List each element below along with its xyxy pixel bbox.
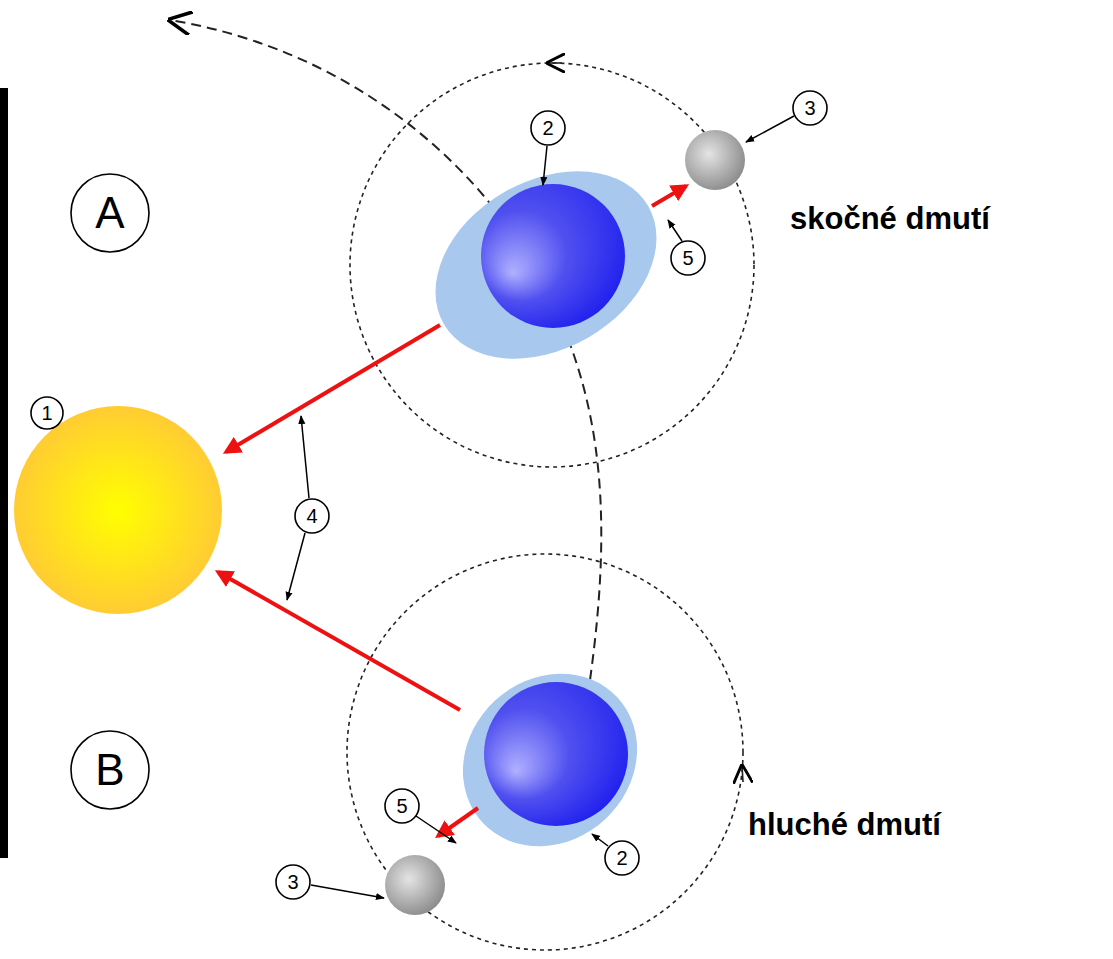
callout-number: 1 — [41, 403, 52, 423]
gravity-arrow — [218, 572, 460, 710]
leader-line — [668, 220, 682, 241]
caption-label: skočné dmutí — [788, 202, 992, 236]
callout-number: 2 — [616, 848, 627, 868]
callout-number: 3 — [287, 872, 298, 892]
moon — [685, 130, 745, 190]
circle-outline — [385, 789, 419, 823]
sun — [14, 406, 222, 614]
callout-circle: 2 — [604, 840, 640, 876]
callout-circle: 5 — [670, 240, 706, 276]
circle-outline — [793, 91, 827, 125]
callout-circle: A — [70, 173, 150, 253]
callout-number: 5 — [682, 248, 693, 268]
circle-outline — [71, 731, 149, 809]
leader-line — [287, 533, 305, 600]
tidal-bulge — [427, 638, 672, 882]
callout-circle: 2 — [530, 110, 566, 146]
callout-circle: 3 — [275, 864, 311, 900]
moon-orbit — [350, 63, 754, 467]
caption-label: hluché dmutí — [746, 808, 943, 842]
gravity-arrow — [438, 808, 478, 836]
callout-number: A — [95, 191, 124, 235]
callout-number: 3 — [804, 98, 815, 118]
leader-line — [592, 834, 608, 846]
moon — [385, 855, 445, 915]
leader-line — [301, 416, 309, 498]
callout-circle: 1 — [30, 396, 64, 430]
callout-number: B — [95, 748, 124, 792]
earth — [481, 184, 625, 328]
callout-circle: 3 — [792, 90, 828, 126]
circle-outline — [605, 841, 639, 875]
edge-bar — [0, 88, 8, 858]
callout-number: 4 — [306, 506, 317, 526]
leader-line — [746, 116, 794, 142]
callout-circle: 4 — [294, 498, 330, 534]
gravity-arrow — [226, 325, 440, 452]
leader-line — [311, 885, 384, 898]
circle-outline — [31, 397, 63, 429]
circle-outline — [531, 111, 565, 145]
leader-line — [543, 146, 547, 185]
callout-number: 5 — [396, 796, 407, 816]
callout-number: 2 — [542, 118, 553, 138]
circle-outline — [671, 241, 705, 275]
orbit-direction — [742, 766, 743, 782]
circle-outline — [71, 174, 149, 252]
gravity-arrow — [652, 186, 686, 206]
circle-outline — [295, 499, 329, 533]
leader-line — [416, 816, 456, 843]
orbit-direction — [548, 62, 562, 64]
tidal-bulge — [402, 133, 690, 396]
callout-circle: B — [70, 730, 150, 810]
moon-orbit — [347, 554, 743, 950]
earth — [484, 682, 628, 826]
circle-outline — [276, 865, 310, 899]
callout-circle: 5 — [384, 788, 420, 824]
